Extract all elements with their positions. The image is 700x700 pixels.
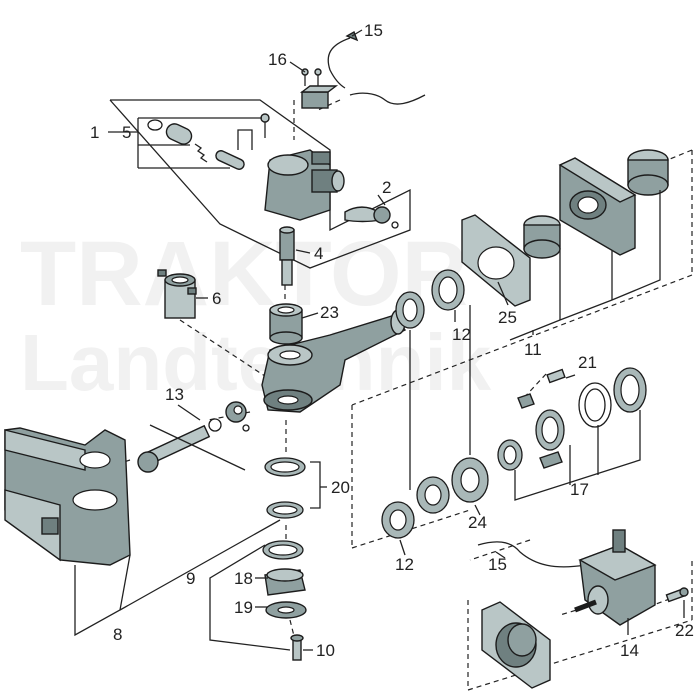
label-24: 24 bbox=[468, 513, 487, 532]
cable-top bbox=[327, 30, 426, 105]
label-9: 9 bbox=[186, 569, 195, 588]
label-12-bottom: 12 bbox=[395, 555, 414, 574]
label-25: 25 bbox=[498, 308, 517, 327]
spring-pin-parts bbox=[147, 113, 270, 170]
parts-9-group bbox=[262, 540, 307, 661]
label-10: 10 bbox=[316, 641, 335, 660]
watermark-line2: Landtechnik bbox=[20, 318, 492, 407]
sleeve-23 bbox=[269, 303, 303, 345]
label-15-top: 15 bbox=[364, 21, 383, 40]
label-6: 6 bbox=[212, 289, 221, 308]
label-15-bottom: 15 bbox=[488, 555, 507, 574]
bushing-6 bbox=[157, 269, 197, 319]
parts-17-group bbox=[497, 367, 647, 471]
watermark-line1: TRAKTOR bbox=[20, 223, 468, 325]
label-19: 19 bbox=[234, 598, 253, 617]
label-14: 14 bbox=[620, 641, 639, 660]
part-labels: 15 16 1 5 2 4 6 23 12 25 11 21 13 20 17 … bbox=[90, 21, 694, 660]
label-21: 21 bbox=[578, 353, 597, 372]
label-12-top: 12 bbox=[452, 325, 471, 344]
group-outline-1 bbox=[109, 99, 411, 269]
hitch-shaft bbox=[261, 309, 407, 413]
label-23: 23 bbox=[320, 303, 339, 322]
label-5: 5 bbox=[122, 123, 131, 142]
label-17: 17 bbox=[570, 480, 589, 499]
label-13: 13 bbox=[165, 385, 184, 404]
label-22: 22 bbox=[675, 621, 694, 640]
valve-housing bbox=[264, 149, 399, 229]
label-20: 20 bbox=[331, 478, 350, 497]
seal-rings bbox=[381, 269, 489, 539]
hitch-mouth-8 bbox=[4, 427, 131, 566]
watermark: TRAKTOR Landtechnik bbox=[20, 223, 492, 407]
leader-lines bbox=[74, 29, 685, 651]
label-1: 1 bbox=[90, 123, 99, 142]
lock-pin bbox=[279, 226, 295, 286]
actuator-14 bbox=[477, 529, 689, 689]
rings-20 bbox=[264, 457, 306, 519]
label-18: 18 bbox=[234, 569, 253, 588]
label-16: 16 bbox=[268, 50, 287, 69]
label-4: 4 bbox=[314, 244, 323, 263]
bearing-flange-group bbox=[461, 149, 669, 307]
label-11: 11 bbox=[524, 340, 542, 359]
label-8: 8 bbox=[113, 625, 122, 644]
sensor-block bbox=[299, 68, 339, 109]
label-2: 2 bbox=[382, 178, 391, 197]
bolt-13 bbox=[137, 401, 250, 473]
